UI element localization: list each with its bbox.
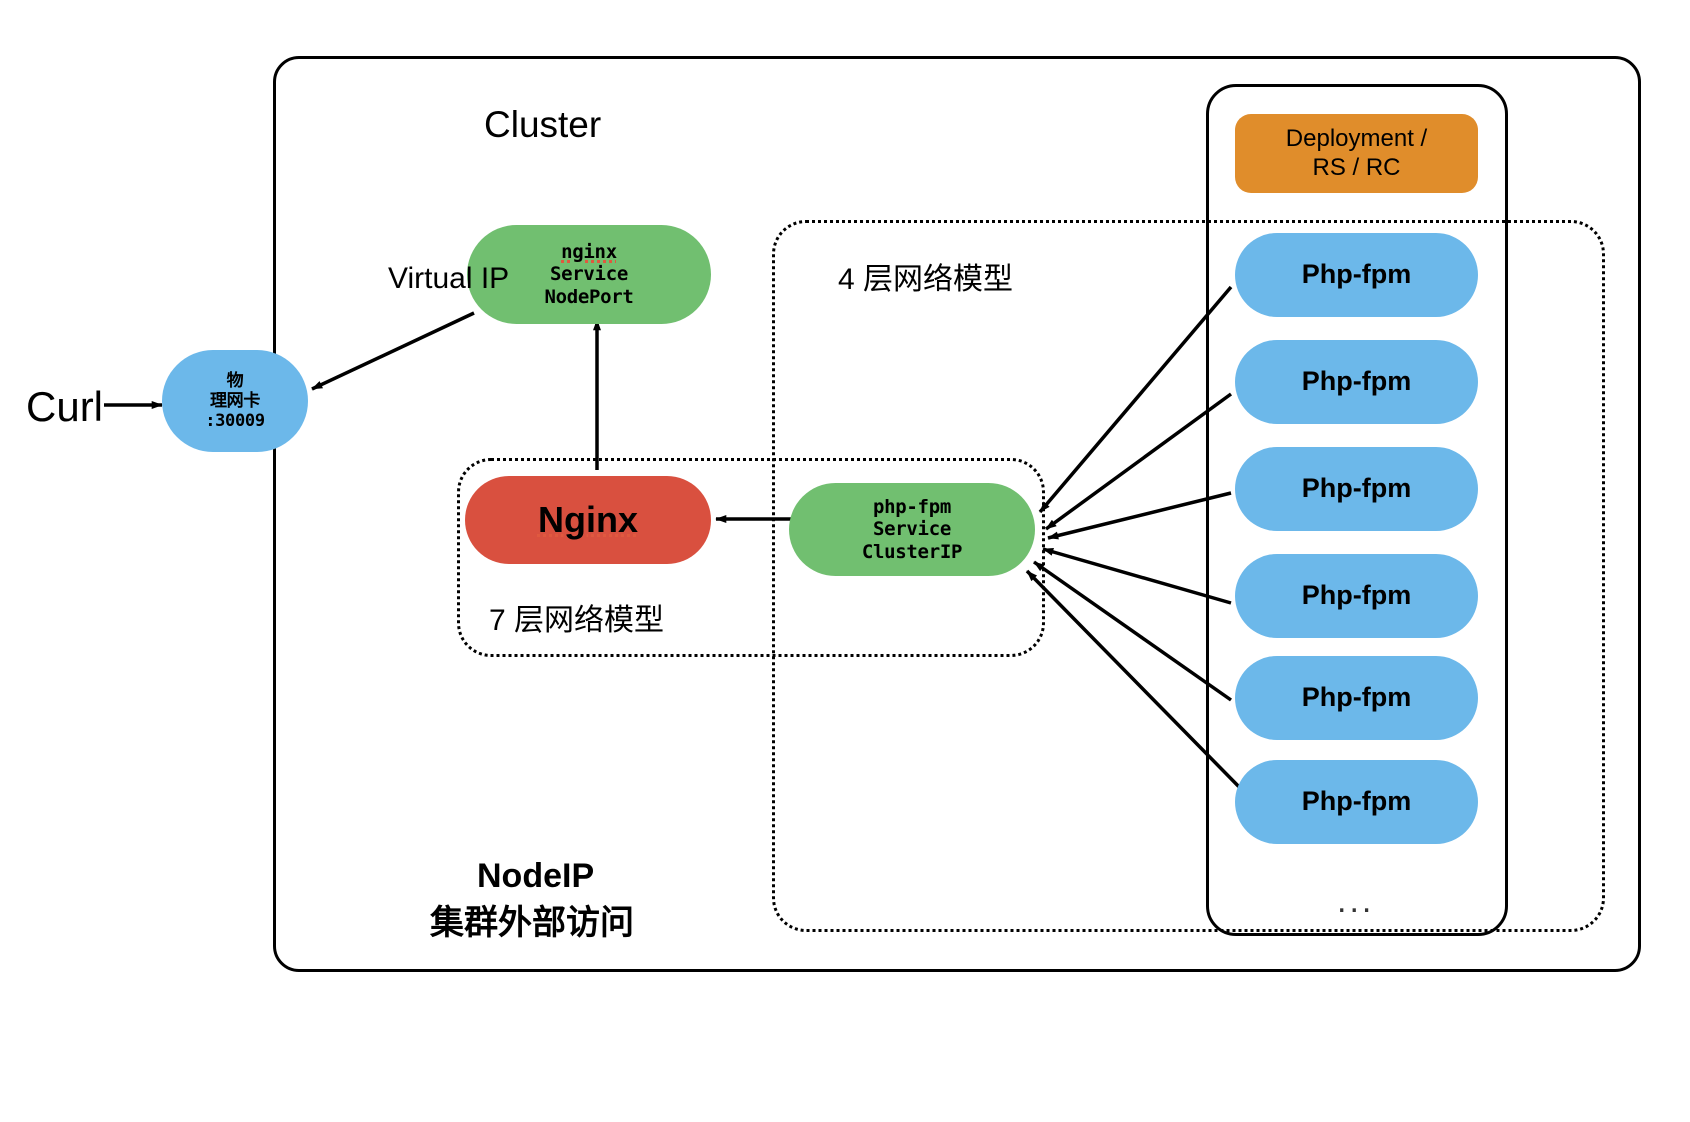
nic-line-2: 理网卡 [209,390,261,411]
nginx-service-line-3: NodePort [544,285,634,308]
nic-line-1: 物 [226,370,244,391]
nginx-label: Nginx [537,498,638,540]
nic-line-3: :30009 [205,411,265,432]
cluster-boundary [273,56,1641,972]
pod-label: Php-fpm [1301,473,1412,504]
node-phpfpm-service-clusterip[interactable]: php-fpm Service ClusterIP [789,483,1035,576]
phpfpm-service-line-1: php-fpm [873,495,951,518]
pod-label: Php-fpm [1301,786,1412,817]
node-pod-phpfpm-2[interactable]: Php-fpm [1235,340,1478,424]
node-pod-phpfpm-4[interactable]: Php-fpm [1235,554,1478,638]
nodeip-label: NodeIP [477,857,595,895]
node-deployment-rs-rc[interactable]: Deployment / RS / RC [1235,114,1478,193]
layer4-model-label: 4 层网络模型 [838,263,1014,296]
pod-label: Php-fpm [1301,682,1412,713]
pods-ellipsis: ... [1337,882,1375,920]
layer7-model-label: 7 层网络模型 [489,604,665,637]
node-nginx[interactable]: Nginx [465,476,711,564]
node-physical-nic[interactable]: 物 理网卡 :30009 [162,350,308,452]
cluster-external-access-label: 集群外部访问 [430,904,634,942]
deployment-line-2: RS / RC [1312,153,1401,181]
nginx-service-line-2: Service [550,263,628,286]
pod-label: Php-fpm [1301,366,1412,397]
phpfpm-service-line-2: Service [873,518,951,541]
node-pod-phpfpm-6[interactable]: Php-fpm [1235,760,1478,844]
pod-label: Php-fpm [1301,580,1412,611]
pod-label: Php-fpm [1301,259,1412,290]
node-pod-phpfpm-1[interactable]: Php-fpm [1235,233,1478,317]
node-nginx-service-nodeport[interactable]: nginx Service NodePort [467,225,711,324]
node-pod-phpfpm-3[interactable]: Php-fpm [1235,447,1478,531]
virtual-ip-label: Virtual IP [388,262,510,295]
phpfpm-service-line-3: ClusterIP [861,540,963,563]
nginx-service-line-1: nginx [561,240,617,263]
cluster-title: Cluster [484,104,602,145]
deployment-line-1: Deployment / [1285,125,1428,153]
layer4-dotted-boundary [772,220,1605,932]
curl-label: Curl [26,383,104,430]
node-pod-phpfpm-5[interactable]: Php-fpm [1235,656,1478,740]
